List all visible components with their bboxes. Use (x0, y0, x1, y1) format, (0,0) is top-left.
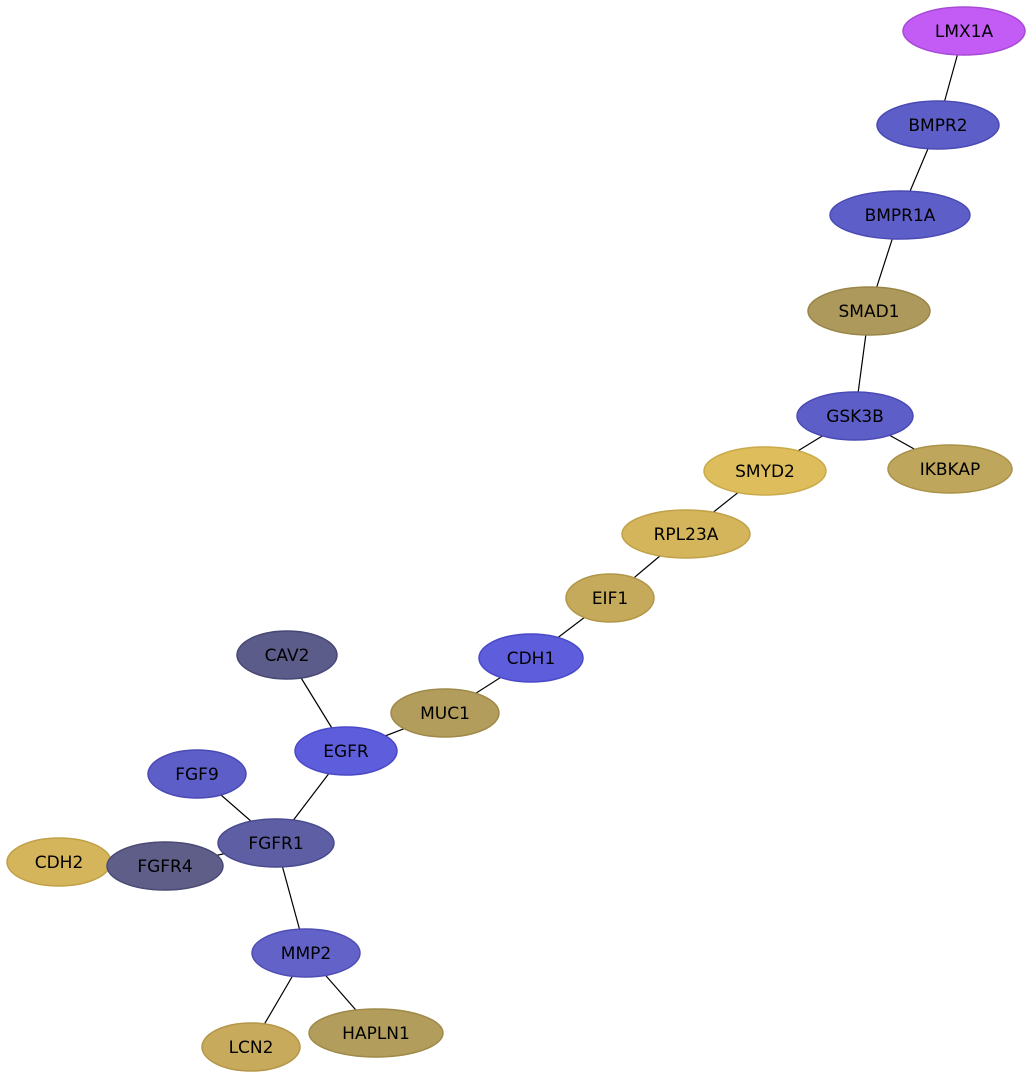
node-label: EGFR (323, 742, 369, 762)
node-ellipse[interactable] (703, 446, 827, 496)
node-ellipse[interactable] (201, 1022, 301, 1072)
node-ellipse[interactable] (217, 818, 335, 868)
node-mmp2[interactable]: MMP2 (251, 928, 361, 978)
node-hapln1[interactable]: HAPLN1 (308, 1008, 444, 1058)
node-fgfr4[interactable]: FGFR4 (106, 841, 224, 891)
node-ellipse[interactable] (390, 688, 500, 738)
node-label: CDH2 (35, 853, 84, 873)
node-ellipse[interactable] (106, 841, 224, 891)
node-label: BMPR1A (865, 206, 936, 226)
node-ellipse[interactable] (565, 573, 655, 623)
node-cav2[interactable]: CAV2 (236, 630, 338, 680)
node-lmx1a[interactable]: LMX1A (902, 6, 1026, 56)
node-ellipse[interactable] (887, 444, 1013, 494)
node-ellipse[interactable] (478, 633, 584, 683)
node-muc1[interactable]: MUC1 (390, 688, 500, 738)
node-ellipse[interactable] (251, 928, 361, 978)
node-gsk3b[interactable]: GSK3B (796, 391, 914, 441)
node-label: FGFR4 (137, 857, 192, 877)
node-label: GSK3B (826, 407, 884, 427)
node-label: BMPR2 (908, 116, 967, 136)
node-ellipse[interactable] (902, 6, 1026, 56)
node-label: IKBKAP (920, 460, 981, 480)
node-cdh1[interactable]: CDH1 (478, 633, 584, 683)
node-label: RPL23A (654, 525, 719, 545)
node-egfr[interactable]: EGFR (294, 726, 398, 776)
edge-layer (58, 30, 965, 1048)
node-label: FGFR1 (248, 834, 303, 854)
node-fgf9[interactable]: FGF9 (147, 749, 247, 799)
node-ikbkap[interactable]: IKBKAP (887, 444, 1013, 494)
node-lcn2[interactable]: LCN2 (201, 1022, 301, 1072)
node-ellipse[interactable] (876, 100, 1000, 150)
node-label: SMYD2 (735, 462, 795, 482)
node-fgfr1[interactable]: FGFR1 (217, 818, 335, 868)
node-ellipse[interactable] (829, 190, 971, 240)
node-ellipse[interactable] (308, 1008, 444, 1058)
node-eif1[interactable]: EIF1 (565, 573, 655, 623)
node-label: MMP2 (281, 944, 331, 964)
node-ellipse[interactable] (236, 630, 338, 680)
node-rpl23a[interactable]: RPL23A (621, 509, 751, 559)
node-label: HAPLN1 (342, 1024, 410, 1044)
node-label: LCN2 (229, 1038, 274, 1058)
node-cdh2[interactable]: CDH2 (6, 837, 112, 887)
node-label: SMAD1 (839, 302, 900, 322)
node-ellipse[interactable] (621, 509, 751, 559)
node-smyd2[interactable]: SMYD2 (703, 446, 827, 496)
node-ellipse[interactable] (294, 726, 398, 776)
node-label: FGF9 (175, 765, 219, 785)
node-ellipse[interactable] (796, 391, 914, 441)
node-label: MUC1 (420, 704, 470, 724)
node-label: CAV2 (265, 646, 310, 666)
node-label: EIF1 (592, 589, 628, 609)
node-label: CDH1 (507, 649, 556, 669)
node-ellipse[interactable] (147, 749, 247, 799)
node-ellipse[interactable] (807, 286, 931, 336)
node-bmpr2[interactable]: BMPR2 (876, 100, 1000, 150)
node-smad1[interactable]: SMAD1 (807, 286, 931, 336)
node-label: LMX1A (935, 22, 994, 42)
node-bmpr1a[interactable]: BMPR1A (829, 190, 971, 240)
